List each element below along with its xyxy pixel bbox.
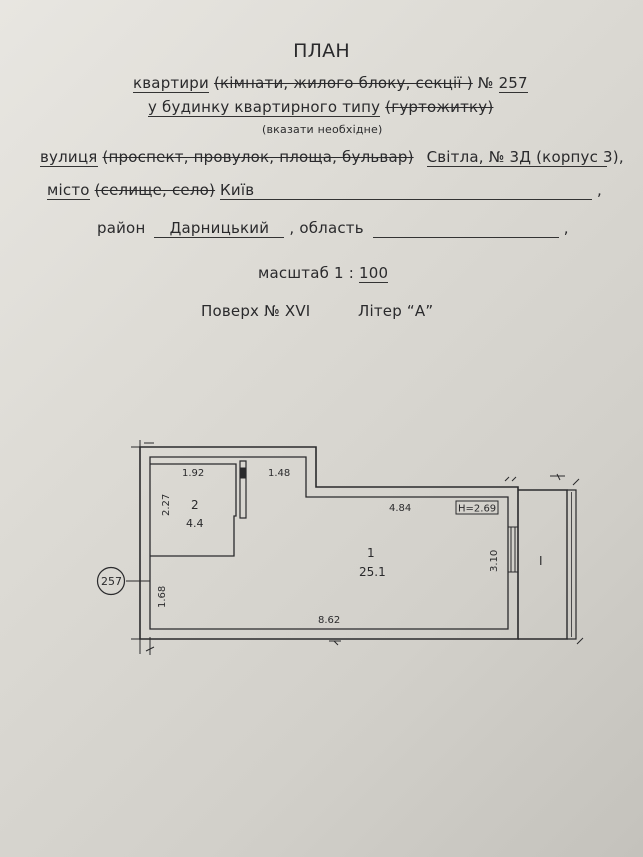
dim-top-right: 4.84 — [389, 503, 411, 514]
dim-left-height: 1.68 — [157, 586, 168, 608]
apartment-tag-number: 257 — [101, 575, 122, 588]
city-label: місто — [47, 181, 90, 200]
floor-number: Поверх № XVI — [201, 302, 311, 320]
street-label: вулиця — [40, 148, 98, 167]
city-value: Київ — [220, 181, 593, 200]
city-line: місто (селище, село) Київ , — [47, 181, 602, 200]
ceiling-height-box — [455, 500, 499, 515]
region-value — [372, 219, 559, 238]
dim-room2-height: 2.27 — [161, 494, 172, 516]
city-comma: , — [597, 181, 602, 199]
wall-markers — [329, 476, 584, 646]
ceiling-height: H=2.69 — [458, 504, 496, 515]
street-line: вулиця (проспект, провулок, площа, бульв… — [40, 148, 624, 167]
room2-number: 2 — [191, 498, 199, 512]
street-value: Світла, № 3Д (корпус 3), — [426, 148, 624, 167]
scale-label: масштаб 1 : — [258, 264, 354, 282]
dim-bottom-length: 8.62 — [318, 615, 340, 626]
dim-right-height: 3.10 — [489, 550, 500, 572]
plan-title: ПЛАН — [293, 40, 350, 62]
building-type: у будинку квартирного типу — [148, 98, 381, 117]
bathroom-wall — [150, 463, 237, 557]
ventilation-mark — [240, 467, 246, 479]
scale-line: масштаб 1 : 100 — [258, 264, 389, 283]
apartment-tag-circle — [96, 566, 126, 596]
extension-lines — [131, 440, 565, 655]
building-struck-option: (гуртожитку) — [385, 98, 494, 116]
room2-area: 4.4 — [186, 517, 204, 530]
balcony-number: I — [539, 554, 543, 568]
scale-value: 100 — [358, 264, 389, 283]
bathroom-partition — [239, 460, 247, 519]
region-label: , область — [289, 219, 364, 237]
number-sign: № — [477, 74, 494, 92]
balcony-outline — [518, 489, 568, 640]
inner-wall — [149, 456, 509, 630]
district-value: Дарницький — [154, 219, 285, 238]
apartment-struck-options: (кімнати, жилого блоку, секції ) — [213, 74, 473, 92]
hint-text: (вказати необхідне) — [262, 123, 383, 136]
district-line: район Дарницький , область , — [97, 219, 569, 238]
building-type-line: у будинку квартирного типу (гуртожитку) — [148, 98, 493, 117]
city-struck-options: (селище, село) — [94, 181, 216, 199]
street-struck-options: (проспект, провулок, площа, бульвар) — [102, 148, 414, 166]
dim-room2-width: 1.92 — [182, 468, 204, 479]
letter-designation: Літер “А” — [358, 302, 434, 320]
apartment-number: 257 — [498, 74, 528, 93]
region-comma: , — [563, 219, 569, 237]
room1-number: 1 — [367, 546, 375, 560]
apartment-line: квартири (кімнати, жилого блоку, секції … — [133, 74, 528, 93]
district-label: район — [97, 219, 146, 237]
dim-corridor-width: 1.48 — [268, 468, 290, 479]
balcony-rail — [567, 489, 577, 640]
balcony-door — [508, 526, 518, 573]
room1-area: 25.1 — [359, 565, 386, 579]
apartment-label: квартири — [133, 74, 209, 93]
